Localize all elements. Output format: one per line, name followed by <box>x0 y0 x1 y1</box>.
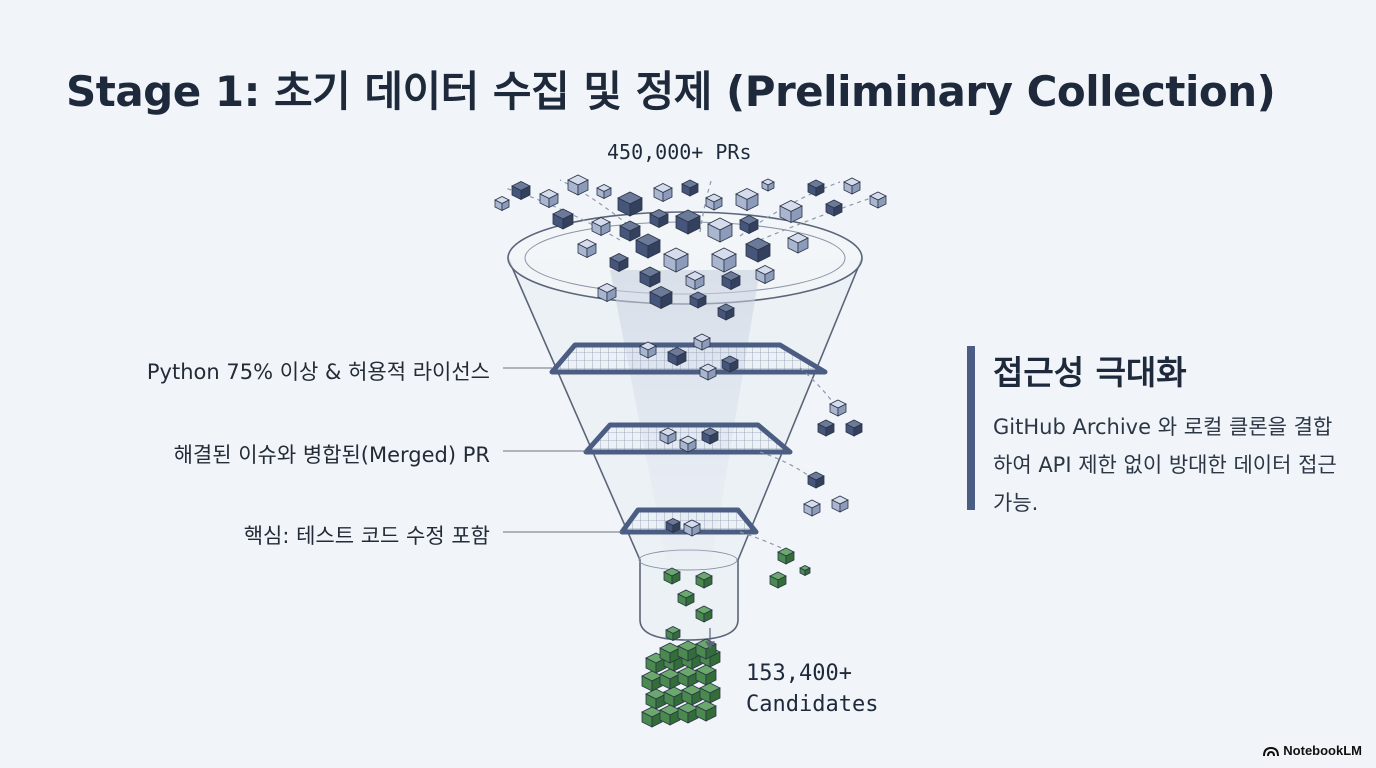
cube <box>641 670 663 692</box>
cube <box>577 239 597 259</box>
cube <box>695 700 717 722</box>
output-count-unit: Candidates <box>746 692 879 717</box>
cube <box>739 215 759 235</box>
branding: NotebookLM <box>1263 743 1362 758</box>
filter-label-2: 해결된 이슈와 병합된(Merged) PR <box>173 443 490 467</box>
cube <box>597 283 617 303</box>
cube <box>761 178 775 192</box>
cube <box>609 253 629 273</box>
cube <box>699 363 717 381</box>
cube <box>681 179 699 197</box>
cube <box>639 266 661 288</box>
cube <box>659 668 681 690</box>
cube <box>567 174 589 196</box>
cube <box>663 567 681 585</box>
cube <box>653 183 673 203</box>
cube <box>677 589 695 607</box>
pr-cubes <box>494 174 887 642</box>
cube <box>665 626 681 642</box>
callout-heading: 접근성 극대화 <box>993 353 1187 392</box>
cube <box>829 399 847 417</box>
cube <box>711 247 737 273</box>
cube <box>539 189 559 209</box>
cube <box>689 291 707 309</box>
cube <box>745 237 771 263</box>
cube <box>825 199 843 217</box>
cube <box>645 688 667 710</box>
cube <box>635 233 661 259</box>
cube <box>721 271 741 291</box>
cube <box>685 271 705 291</box>
cube <box>735 188 759 212</box>
input-count-label: 450,000+ PRs <box>607 140 752 164</box>
cube <box>845 419 863 437</box>
label-connectors <box>503 367 622 533</box>
cube <box>831 495 849 513</box>
cube <box>681 684 703 706</box>
cube <box>675 209 701 235</box>
cube <box>663 247 689 273</box>
filter-grid-1 <box>549 342 828 375</box>
cube <box>807 179 825 197</box>
cube <box>777 547 795 565</box>
cube <box>787 232 809 254</box>
cube <box>552 208 574 230</box>
cube <box>663 686 685 708</box>
branding-label: NotebookLM <box>1283 743 1362 758</box>
cube <box>695 605 713 623</box>
cube <box>843 177 861 195</box>
cube <box>649 209 669 229</box>
cube <box>803 499 821 517</box>
cube <box>659 642 681 664</box>
cube <box>695 664 717 686</box>
callout-body: GitHub Archive 와 로컬 클론을 결합하여 API 제한 없이 방… <box>993 415 1337 515</box>
cube <box>677 666 699 688</box>
filter-label-3: 핵심: 테스트 코드 수정 포함 <box>243 524 490 548</box>
cube <box>619 220 641 242</box>
cube <box>869 191 887 209</box>
page-title: Stage 1: 초기 데이터 수집 및 정제 (Preliminary Col… <box>66 67 1276 116</box>
filter-label-1: Python 75% 이상 & 허용적 라이선스 <box>146 360 490 384</box>
cube <box>807 471 825 489</box>
output-count-label: 153,400+ Candidates <box>746 658 878 720</box>
cube <box>701 427 719 445</box>
cube <box>707 217 733 243</box>
cube <box>659 427 677 445</box>
cube <box>799 565 811 577</box>
cube <box>677 702 699 724</box>
cube <box>705 193 723 211</box>
cube <box>649 286 673 310</box>
cube <box>511 181 531 201</box>
cube <box>817 419 835 437</box>
down-arrow <box>704 628 716 650</box>
cube <box>683 519 701 537</box>
cube <box>679 435 697 453</box>
cube <box>667 347 687 367</box>
cube <box>699 682 721 704</box>
cube <box>639 341 657 359</box>
cube <box>769 571 787 589</box>
cube <box>591 217 611 237</box>
cube <box>693 333 711 351</box>
cube <box>721 355 739 373</box>
candidate-cube-pile <box>641 638 721 728</box>
notebooklm-logo-icon <box>1263 746 1280 756</box>
cube <box>755 265 775 285</box>
cube <box>695 571 713 589</box>
cube <box>494 196 510 212</box>
cube <box>717 303 735 321</box>
cube <box>641 706 663 728</box>
cube <box>779 200 803 224</box>
output-count-number: 153,400+ <box>746 661 852 686</box>
callout-panel: 접근성 극대화 GitHub Archive 와 로컬 클론을 결합하여 API… <box>967 346 1337 515</box>
cube <box>596 184 612 200</box>
cube <box>677 640 699 662</box>
cube <box>665 518 681 534</box>
cube <box>617 191 643 217</box>
filter-grid-3 <box>619 507 759 535</box>
cube <box>659 704 681 726</box>
